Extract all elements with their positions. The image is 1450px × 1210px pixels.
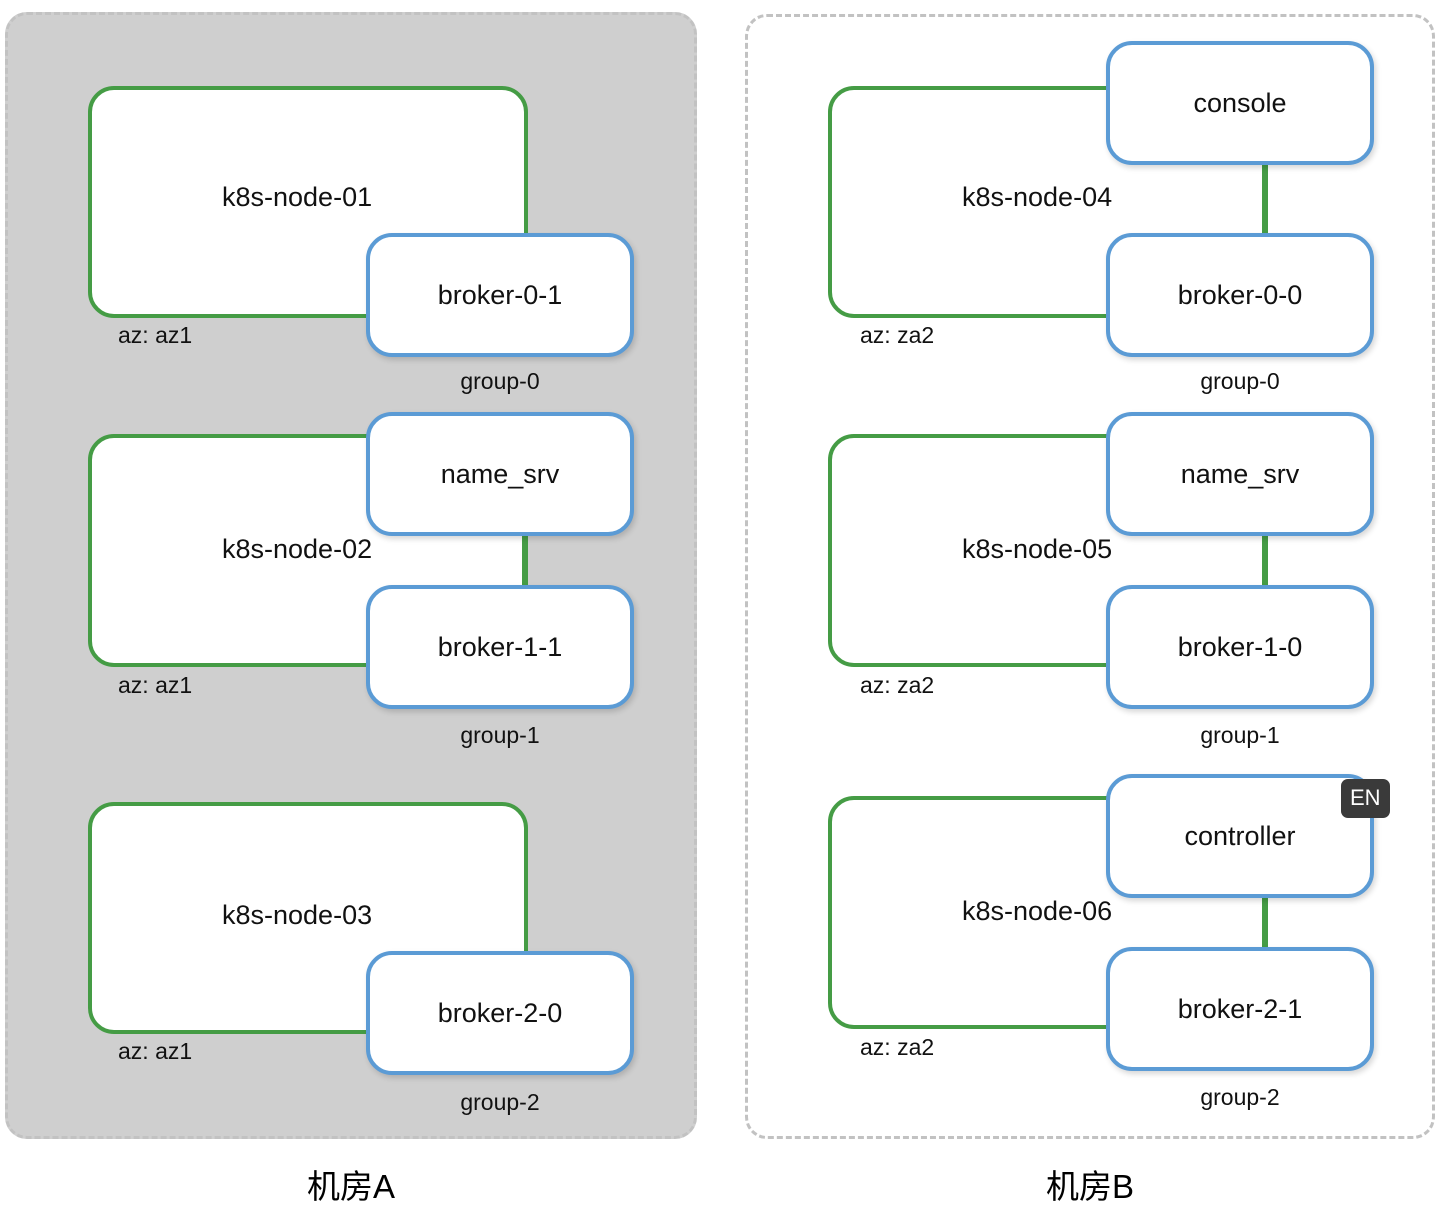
pod-connector-right-2	[1262, 882, 1267, 954]
pod-label-controller: controller	[1184, 820, 1296, 851]
az-label-05: az: za2	[860, 672, 935, 698]
pod-box-controller[interactable]: controller	[1106, 774, 1374, 898]
az-label-03: az: az1	[118, 1038, 193, 1064]
az-label-06: az: za2	[860, 1034, 935, 1060]
datacenter-caption-a: 机房A	[306, 1168, 395, 1205]
pod-label-broker-0-0: broker-0-0	[1177, 279, 1303, 310]
pod-box-name-srv-a[interactable]: name_srv	[366, 412, 634, 536]
pod-box-broker-1-1[interactable]: broker-1-1	[366, 585, 634, 709]
group-label-broker-0-1: group-0	[460, 368, 540, 394]
k8s-node-label-01: k8s-node-01	[222, 182, 373, 212]
pod-box-console[interactable]: console	[1106, 41, 1374, 165]
pod-label-broker-2-1: broker-2-1	[1177, 993, 1303, 1024]
az-label-02: az: az1	[118, 672, 193, 698]
pod-label-name-srv-b: name_srv	[1180, 458, 1300, 489]
k8s-node-label-05: k8s-node-05	[962, 534, 1113, 564]
group-label-broker-2-0: group-2	[460, 1089, 540, 1115]
pod-connector-right-1	[1262, 520, 1267, 592]
pod-connector-right-0	[1262, 165, 1267, 240]
group-label-broker-1-1: group-1	[460, 722, 540, 748]
pod-label-broker-2-0: broker-2-0	[437, 997, 563, 1028]
pod-label-name-srv-a: name_srv	[440, 458, 560, 489]
ime-language-badge: EN	[1341, 779, 1390, 818]
k8s-node-label-03: k8s-node-03	[222, 900, 373, 930]
pod-box-broker-2-0[interactable]: broker-2-0	[366, 951, 634, 1075]
group-label-broker-0-0: group-0	[1200, 368, 1280, 394]
group-label-broker-2-1: group-2	[1200, 1084, 1280, 1110]
pod-box-broker-0-1[interactable]: broker-0-1	[366, 233, 634, 357]
az-label-01: az: az1	[118, 322, 193, 348]
pod-box-name-srv-b[interactable]: name_srv	[1106, 412, 1374, 536]
pod-box-broker-2-1[interactable]: broker-2-1	[1106, 947, 1374, 1071]
pod-connector-left-1	[522, 520, 527, 592]
k8s-node-label-02: k8s-node-02	[222, 534, 373, 564]
pod-label-broker-1-0: broker-1-0	[1177, 631, 1303, 662]
pod-box-broker-0-0[interactable]: broker-0-0	[1106, 233, 1374, 357]
pod-label-console: console	[1193, 87, 1287, 118]
pod-label-broker-0-1: broker-0-1	[437, 279, 563, 310]
pod-label-broker-1-1: broker-1-1	[437, 631, 563, 662]
group-label-broker-1-0: group-1	[1200, 722, 1280, 748]
az-label-04: az: za2	[860, 322, 935, 348]
k8s-node-label-04: k8s-node-04	[962, 182, 1113, 212]
pod-box-broker-1-0[interactable]: broker-1-0	[1106, 585, 1374, 709]
k8s-node-label-06: k8s-node-06	[962, 896, 1113, 926]
datacenter-caption-b: 机房B	[1045, 1168, 1134, 1205]
